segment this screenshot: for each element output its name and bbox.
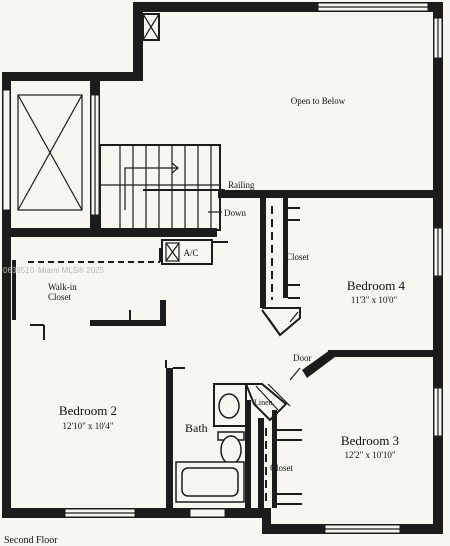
window-bottom-bath: [189, 508, 226, 518]
label-linen: Linen: [254, 398, 273, 407]
bedroom3-door: [289, 350, 335, 381]
sink: [218, 393, 240, 419]
open-area-marker: [17, 94, 83, 211]
label-bedroom4-dims: 11'3" x 10'0": [351, 295, 398, 305]
label-walk-in-1: Walk-in: [48, 282, 77, 292]
bath-right-wall: [245, 400, 251, 510]
label-floor: Second Floor: [4, 535, 58, 546]
bedroom2-door: [165, 360, 185, 369]
left-wall: [2, 72, 11, 518]
label-ac: A/C: [183, 248, 198, 258]
label-bedroom3-dims: 12'2" x 10'10": [344, 450, 395, 460]
bath: [175, 383, 291, 503]
top-wall: [133, 2, 441, 12]
walk-in-closet: [12, 248, 166, 340]
watermark: 0638510 Miami MLS® 2025: [3, 266, 104, 275]
label-railing: Railing: [228, 180, 255, 190]
label-door: Door: [293, 353, 312, 363]
label-bedroom2-name: Bedroom 2: [59, 403, 117, 418]
label-bath: Bath: [185, 421, 208, 435]
hall-wall: [2, 228, 217, 237]
bedroom4-closet: [260, 198, 301, 337]
label-bedroom3-name: Bedroom 3: [341, 433, 399, 448]
bedroom2-right-wall: [166, 368, 173, 518]
toilet: [220, 435, 242, 465]
bedroom3-closet: [258, 410, 302, 508]
labels: Open to Below Railing Down A/C Walk-in C…: [4, 96, 406, 546]
label-walk-in-2: Closet: [48, 292, 72, 302]
stairs: [99, 144, 225, 231]
bottom-wall-left: [2, 508, 270, 518]
closet-wall-bottom: [90, 320, 160, 326]
upper-left-wall: [2, 72, 143, 81]
ac-closet: [161, 239, 228, 265]
label-bedroom2-dims: 12'10" x 10'4": [62, 421, 113, 431]
bottom-step: [262, 508, 271, 534]
notch-wall: [133, 2, 143, 80]
watermark-text: Miami MLS® 2025: [38, 266, 104, 275]
label-bedroom4-name: Bedroom 4: [347, 278, 406, 293]
watermark-prefix: 0638510: [3, 266, 35, 275]
window-left: [2, 89, 11, 211]
top-notch-box: [142, 13, 160, 41]
bedroom4-bottom-wall: [328, 350, 443, 357]
label-closet-bedroom4: Closet: [286, 252, 310, 262]
windows: [2, 2, 443, 534]
bedroom4-top-wall: [218, 190, 443, 198]
label-open-to-below: Open to Below: [291, 96, 346, 106]
label-closet-bedroom3: Closet: [270, 463, 294, 473]
label-down: Down: [224, 208, 246, 218]
